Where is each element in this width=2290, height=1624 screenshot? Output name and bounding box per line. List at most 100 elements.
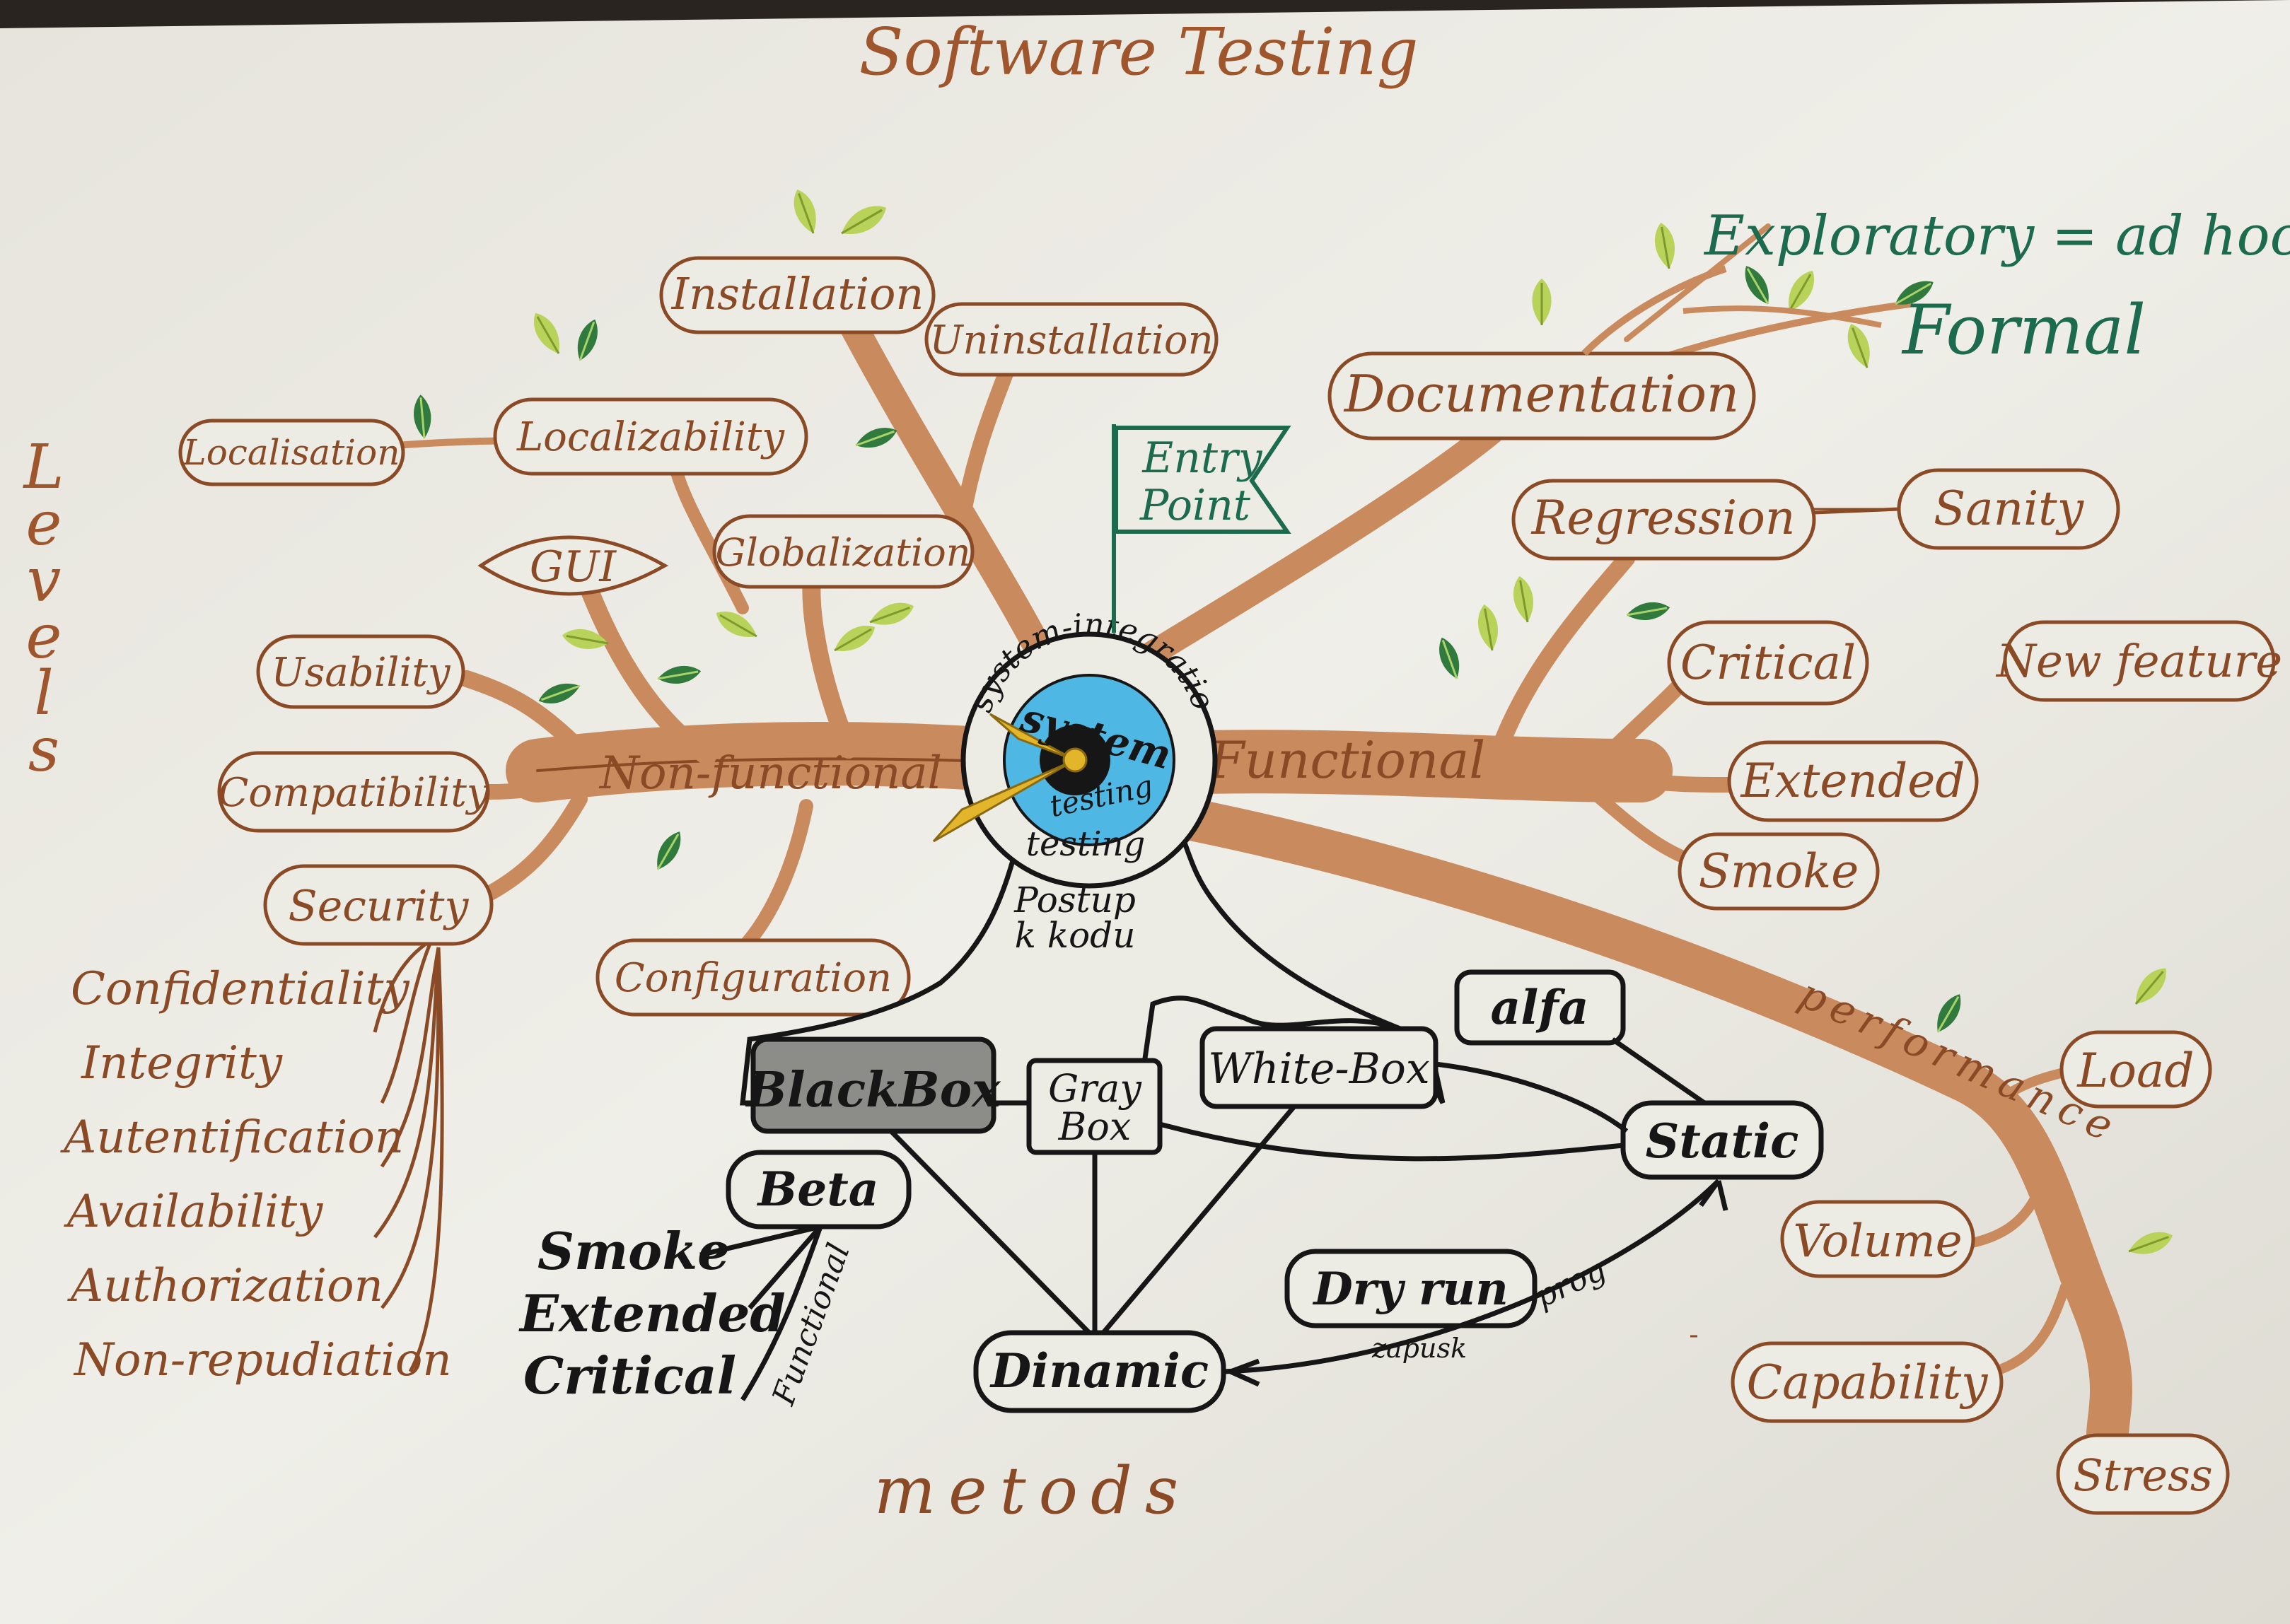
method-connectors bbox=[699, 1037, 1728, 1401]
node-localisation-label: Localisation bbox=[182, 432, 400, 473]
security-item[interactable]: Availability bbox=[64, 1186, 323, 1238]
node-beta-label: Beta bbox=[756, 1162, 878, 1217]
entry-point-line1: Entry bbox=[1141, 433, 1262, 483]
node-critical-label: Critical bbox=[1680, 636, 1856, 690]
node-sanity[interactable]: Sanity bbox=[1897, 468, 2120, 550]
node-gui-label: GUI bbox=[530, 542, 617, 592]
title: Software Testing bbox=[859, 14, 1418, 90]
tree-branches bbox=[393, 223, 2132, 1456]
node-security[interactable]: Security bbox=[263, 864, 494, 946]
node-globalization-label: Globalization bbox=[715, 530, 970, 575]
side-label-letter: e bbox=[26, 489, 62, 559]
node-whitebox-label: White-Box bbox=[1208, 1044, 1429, 1094]
node-alfa[interactable]: alfa bbox=[1454, 969, 1626, 1046]
node-regression[interactable]: Regression bbox=[1511, 479, 1816, 561]
hub-bottom-label: testing bbox=[1026, 824, 1146, 864]
side-label-letter: s bbox=[28, 715, 59, 785]
node-dynamic[interactable]: Dinamic bbox=[973, 1330, 1226, 1413]
security-item[interactable]: Confidentiality bbox=[71, 963, 409, 1015]
node-stress-label: Stress bbox=[2073, 1449, 2212, 1501]
node-usability[interactable]: Usability bbox=[256, 634, 465, 709]
trunk-text: Postup k kodu bbox=[1013, 880, 1136, 956]
node-documentation-label: Documentation bbox=[1343, 364, 1740, 423]
node-compatibility[interactable]: Compatibility bbox=[217, 751, 490, 833]
node-regression-label: Regression bbox=[1531, 491, 1796, 545]
node-dry-run-label: Dry run bbox=[1312, 1263, 1508, 1316]
node-smoke[interactable]: Smoke bbox=[1678, 832, 1880, 911]
beta-item[interactable]: Smoke bbox=[537, 1221, 730, 1281]
node-uninstallation-label: Uninstallation bbox=[929, 317, 1213, 363]
node-globalization[interactable]: Globalization bbox=[712, 514, 975, 589]
node-capability-label: Capability bbox=[1747, 1355, 1989, 1410]
functional-group: Documentation Regression Sanity Critical… bbox=[1327, 351, 2282, 911]
node-documentation[interactable]: Documentation bbox=[1327, 351, 1756, 440]
node-smoke-label: Smoke bbox=[1699, 844, 1859, 899]
node-new-feature[interactable]: New feature bbox=[1995, 620, 2282, 702]
security-items: ConfidentialityIntegrityAutentificationA… bbox=[60, 963, 452, 1386]
node-localisation[interactable]: Localisation bbox=[178, 419, 405, 486]
node-configuration-label: Configuration bbox=[615, 955, 892, 1001]
node-graybox-label-1: Gray bbox=[1048, 1066, 1142, 1111]
node-extended[interactable]: Extended bbox=[1727, 740, 1979, 822]
security-item[interactable]: Autentification bbox=[60, 1111, 404, 1164]
nonfunctional-group: Installation Uninstallation Localisation… bbox=[178, 256, 1219, 1017]
node-beta[interactable]: Beta bbox=[726, 1150, 912, 1229]
security-connectors bbox=[373, 938, 444, 1373]
node-compatibility-label: Compatibility bbox=[218, 770, 489, 816]
node-exploratory[interactable]: Exploratory = ad hoc bbox=[1703, 204, 2290, 268]
side-label-letter: L bbox=[22, 432, 64, 503]
node-formal[interactable]: Formal bbox=[1901, 291, 2146, 370]
node-static[interactable]: Static bbox=[1620, 1100, 1824, 1180]
node-critical[interactable]: Critical bbox=[1667, 620, 1869, 706]
node-extended-label: Extended bbox=[1740, 754, 1965, 808]
bottom-label: metods bbox=[874, 1453, 1191, 1529]
nonfunctional-label: Non-functional bbox=[598, 747, 942, 800]
node-capability[interactable]: Capability bbox=[1731, 1341, 2004, 1423]
node-graybox-label-2: Box bbox=[1058, 1104, 1132, 1149]
node-load-label: Load bbox=[2076, 1044, 2194, 1098]
node-whitebox[interactable]: White-Box bbox=[1199, 1026, 1438, 1109]
node-dynamic-label: Dinamic bbox=[989, 1343, 1209, 1398]
node-gui[interactable]: GUI bbox=[477, 535, 669, 596]
node-blackbox[interactable]: BlackBox bbox=[745, 1036, 1001, 1134]
security-item[interactable]: Integrity bbox=[81, 1037, 283, 1090]
node-graybox[interactable]: Gray Box bbox=[1026, 1058, 1163, 1155]
doc-subtypes: Exploratory = ad hoc Formal bbox=[1581, 204, 2290, 370]
beta-item[interactable]: Critical bbox=[523, 1345, 736, 1406]
side-label-letter: v bbox=[27, 545, 62, 616]
functional-label: Functional bbox=[1208, 730, 1486, 790]
node-security-label: Security bbox=[289, 882, 470, 931]
entry-point-line2: Point bbox=[1139, 481, 1251, 530]
node-static-label: Static bbox=[1646, 1114, 1799, 1169]
node-localizability[interactable]: Localizability bbox=[493, 397, 808, 476]
trunk-text-line2: k kodu bbox=[1015, 915, 1136, 956]
node-volume[interactable]: Volume bbox=[1780, 1200, 1975, 1278]
security-item[interactable]: Non-repudiation bbox=[73, 1334, 452, 1386]
node-usability-label: Usability bbox=[271, 650, 451, 696]
performance-group: Load Volume Capability Stress bbox=[1731, 1030, 2230, 1515]
node-volume-label: Volume bbox=[1793, 1215, 1962, 1268]
side-label-letter: l bbox=[34, 658, 54, 729]
node-configuration[interactable]: Configuration bbox=[595, 938, 911, 1017]
regression-sanity-connector bbox=[1813, 507, 1900, 515]
security-item[interactable]: Authorization bbox=[67, 1260, 383, 1312]
entry-point-flag: Entry Point bbox=[1112, 424, 1291, 633]
node-uninstallation[interactable]: Uninstallation bbox=[924, 302, 1219, 377]
trunk bbox=[740, 817, 1446, 1106]
node-load[interactable]: Load bbox=[2059, 1030, 2212, 1109]
node-stress[interactable]: Stress bbox=[2056, 1433, 2230, 1515]
node-new-feature-label: New feature bbox=[1995, 636, 2282, 688]
method-boxes: BlackBox Gray Box White-Box alfa Beta St… bbox=[726, 969, 1824, 1413]
node-sanity-label: Sanity bbox=[1934, 481, 2084, 536]
node-installation[interactable]: Installation bbox=[659, 256, 936, 334]
node-alfa-label: alfa bbox=[1491, 980, 1589, 1035]
node-localizability-label: Localizability bbox=[516, 414, 785, 460]
side-label-letter: e bbox=[26, 602, 62, 672]
node-dry-run[interactable]: Dry run bbox=[1284, 1249, 1538, 1328]
node-blackbox-label: BlackBox bbox=[745, 1062, 1001, 1118]
dry-run-sub: zapusk bbox=[1371, 1333, 1467, 1364]
beta-item[interactable]: Extended bbox=[518, 1283, 786, 1343]
